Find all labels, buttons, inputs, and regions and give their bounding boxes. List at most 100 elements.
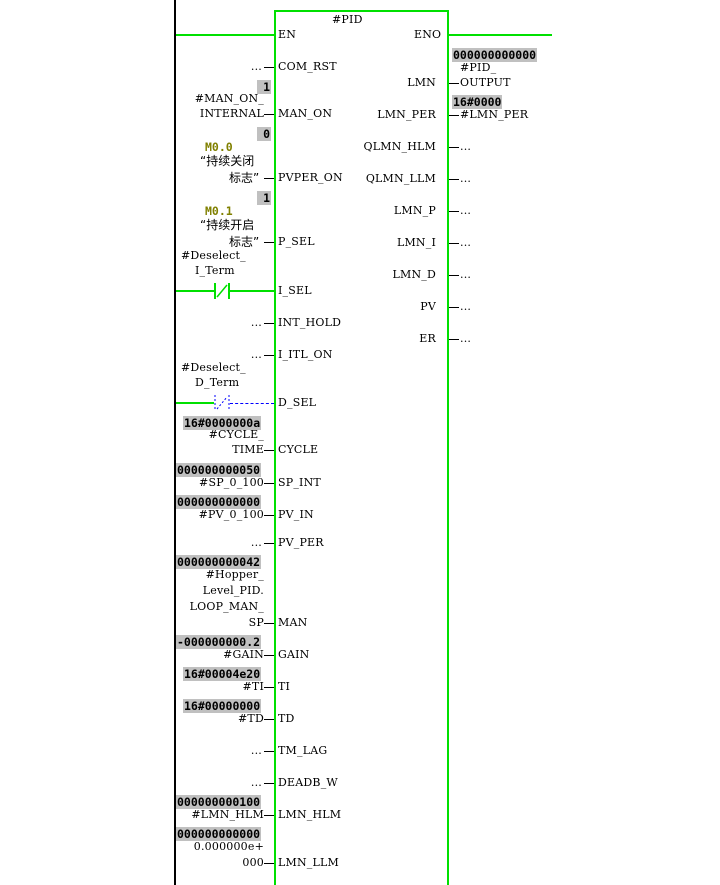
pin-i-itl-on[interactable]: I_ITL_ON <box>278 348 333 361</box>
pvper-on-symbol-2[interactable]: 标志” <box>229 171 260 185</box>
gain-label[interactable]: #GAIN <box>223 648 264 661</box>
man-label-2[interactable]: Level_PID. <box>202 584 264 597</box>
qlmn-llm-param[interactable]: ... <box>460 172 472 185</box>
deadb-w-param[interactable]: ... <box>250 776 262 789</box>
ti-label[interactable]: #TI <box>242 680 264 693</box>
pin-man[interactable]: MAN <box>278 616 308 629</box>
man-label-3[interactable]: LOOP_MAN_ <box>189 600 264 613</box>
td-label[interactable]: #TD <box>238 712 264 725</box>
pid-block-left-edge[interactable] <box>274 10 276 885</box>
i-itl-on-param[interactable]: ... <box>250 348 262 361</box>
pin-man-on[interactable]: MAN_ON <box>278 107 333 120</box>
pin-pv-per[interactable]: PV_PER <box>278 536 324 549</box>
lmn-hlm-label[interactable]: #LMN_HLM <box>191 808 264 821</box>
pv-per-tick <box>264 543 274 544</box>
pin-lmn-per[interactable]: LMN_PER <box>377 108 436 121</box>
pin-td[interactable]: TD <box>278 712 295 725</box>
man-on-label-2[interactable]: INTERNAL <box>199 107 264 120</box>
pin-ti[interactable]: TI <box>278 680 291 693</box>
p-sel-address[interactable]: M0.1 <box>205 204 233 218</box>
pv-param[interactable]: ... <box>460 300 472 313</box>
pin-tm-lag[interactable]: TM_LAG <box>278 744 328 757</box>
pvper-on-address[interactable]: M0.0 <box>205 140 233 154</box>
pin-qlmn-llm[interactable]: QLMN_LLM <box>365 172 436 185</box>
gain-value[interactable]: -000000000.2 <box>176 635 262 649</box>
lmn-per-value[interactable]: 16#0000 <box>452 95 503 109</box>
block-title[interactable]: #PID <box>332 13 363 26</box>
pin-com-rst[interactable]: COM_RST <box>278 60 337 73</box>
lmn-p-param[interactable]: ... <box>460 204 472 217</box>
qlmn-hlm-param[interactable]: ... <box>460 140 472 153</box>
pin-pv[interactable]: PV <box>420 300 436 313</box>
pv-in-value[interactable]: 000000000000 <box>176 495 262 509</box>
pin-lmn-d[interactable]: LMN_D <box>392 268 436 281</box>
pin-p-sel[interactable]: P_SEL <box>278 235 315 248</box>
i-sel-label-1[interactable]: #Deselect_ <box>181 249 246 262</box>
i-sel-label-2[interactable]: I_Term <box>195 264 235 277</box>
cycle-value[interactable]: 16#0000000a <box>183 416 262 430</box>
pin-pvper-on[interactable]: PVPER_ON <box>278 171 343 184</box>
pin-lmn-p[interactable]: LMN_P <box>393 204 436 217</box>
sp-int-label[interactable]: #SP_0_100 <box>199 476 264 489</box>
negated-contact-icon[interactable] <box>212 394 232 412</box>
man-on-label-1[interactable]: #MAN_ON_ <box>194 92 264 105</box>
tm-lag-param[interactable]: ... <box>250 744 262 757</box>
man-label-4[interactable]: SP <box>248 616 264 629</box>
en-wire <box>176 34 274 36</box>
pid-block-top-edge[interactable] <box>274 10 449 12</box>
pid-block-right-edge[interactable] <box>447 10 449 885</box>
pv-per-param[interactable]: ... <box>250 536 262 549</box>
int-hold-param[interactable]: ... <box>250 316 262 329</box>
pv-in-label[interactable]: #PV_0_100 <box>198 508 264 521</box>
pin-eno[interactable]: ENO <box>414 28 442 41</box>
pin-er[interactable]: ER <box>419 332 436 345</box>
d-sel-label-2[interactable]: D_Term <box>195 376 240 389</box>
lmn-llm-label-1[interactable]: 0.000000e+ <box>193 840 264 853</box>
sp-int-value[interactable]: 000000000050 <box>176 463 262 477</box>
cycle-label-2[interactable]: TIME <box>232 443 264 456</box>
cycle-label-1[interactable]: #CYCLE_ <box>208 428 264 441</box>
er-param[interactable]: ... <box>460 332 472 345</box>
lmn-hlm-value[interactable]: 000000000100 <box>176 795 262 809</box>
pin-en[interactable]: EN <box>278 28 297 41</box>
pin-i-sel[interactable]: I_SEL <box>278 284 312 297</box>
lmn-llm-value[interactable]: 000000000000 <box>176 827 262 841</box>
deadb-w-tick <box>264 783 274 784</box>
com-rst-param[interactable]: ... <box>250 60 262 73</box>
pin-d-sel[interactable]: D_SEL <box>278 396 317 409</box>
er-tick <box>449 339 459 340</box>
d-sel-label-1[interactable]: #Deselect_ <box>181 361 246 374</box>
lmn-label-2[interactable]: OUTPUT <box>460 76 511 89</box>
pin-lmn-i[interactable]: LMN_I <box>396 236 436 249</box>
lmn-i-param[interactable]: ... <box>460 236 472 249</box>
pin-lmn[interactable]: LMN <box>407 76 436 89</box>
pvper-on-symbol-1[interactable]: “持续关闭 <box>200 154 255 168</box>
qlmn-hlm-tick <box>449 147 459 148</box>
ti-value[interactable]: 16#00004e20 <box>183 667 262 681</box>
lmn-d-param[interactable]: ... <box>460 268 472 281</box>
lmn-value[interactable]: 000000000000 <box>452 48 538 62</box>
p-sel-symbol-1[interactable]: “持续开启 <box>200 218 255 232</box>
pin-lmn-hlm[interactable]: LMN_HLM <box>278 808 342 821</box>
p-sel-value[interactable]: 1 <box>257 191 271 205</box>
man-on-value[interactable]: 1 <box>257 80 271 94</box>
man-label-1[interactable]: #Hopper_ <box>205 568 264 581</box>
pin-deadb-w[interactable]: DEADB_W <box>278 776 338 789</box>
lmn-tick <box>449 83 459 84</box>
lmn-llm-label-2[interactable]: 000 <box>242 856 264 869</box>
lmn-per-label[interactable]: #LMN_PER <box>460 108 529 121</box>
lmn-label-1[interactable]: #PID_ <box>460 61 497 74</box>
pin-qlmn-hlm[interactable]: QLMN_HLM <box>363 140 436 153</box>
pvper-on-value[interactable]: 0 <box>257 127 271 141</box>
pin-pv-in[interactable]: PV_IN <box>278 508 314 521</box>
pin-sp-int[interactable]: SP_INT <box>278 476 321 489</box>
pin-gain[interactable]: GAIN <box>278 648 310 661</box>
pin-cycle[interactable]: CYCLE <box>278 443 319 456</box>
p-sel-symbol-2[interactable]: 标志” <box>229 235 260 249</box>
td-value[interactable]: 16#00000000 <box>183 699 262 713</box>
man-value[interactable]: 000000000042 <box>176 555 262 569</box>
pin-int-hold[interactable]: INT_HOLD <box>278 316 342 329</box>
negated-contact-icon[interactable] <box>212 282 232 300</box>
pin-lmn-llm[interactable]: LMN_LLM <box>278 856 339 869</box>
td-tick <box>264 719 274 720</box>
